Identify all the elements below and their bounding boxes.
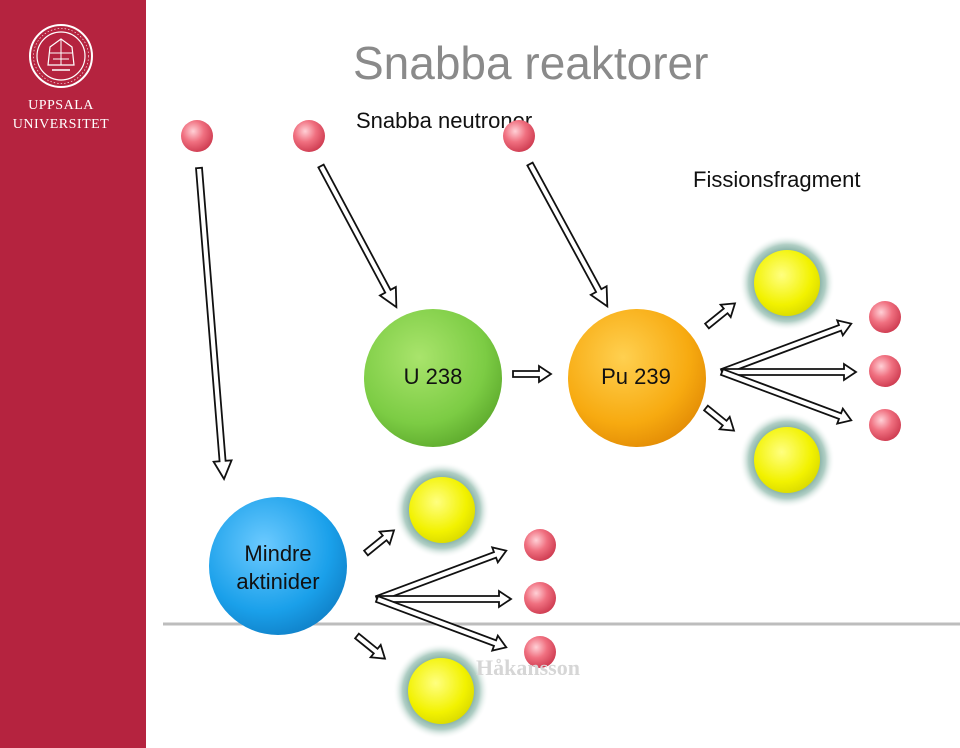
fission-fragment [393, 643, 489, 739]
minor-actinides-label: Mindre aktinider [236, 541, 320, 594]
fission-fragment [739, 412, 835, 508]
neutron-icon [524, 582, 556, 614]
fission-arrow-up [362, 529, 396, 557]
u238-nucleus [364, 309, 502, 447]
neutron-arrow-to-u238 [317, 163, 398, 309]
neutron-icon [503, 120, 535, 152]
neutron-icon [293, 120, 325, 152]
fission-fragment [739, 235, 835, 331]
pu239-nucleus [568, 309, 706, 447]
author-watermark: Håkansson [476, 655, 580, 680]
neutron-icon [869, 301, 901, 333]
university-name-line2: UNIVERSITET [12, 117, 110, 132]
neutron-fan-arrows [719, 319, 858, 425]
neutron-fan-arrows [374, 546, 513, 652]
university-seal-icon [29, 24, 93, 88]
fission-arrow-up [703, 302, 737, 330]
conversion-arrow [512, 364, 553, 384]
neutron-icon [181, 120, 213, 152]
slide-title: Snabba reaktorer [353, 37, 709, 89]
university-name-line1: UPPSALA [28, 98, 94, 113]
neutron-icon [524, 529, 556, 561]
fission-arrow-down [702, 404, 736, 432]
u238-label: U 238 [403, 364, 463, 389]
fission-arrow-down [353, 632, 387, 660]
minor-actinides-nucleus [209, 497, 347, 635]
pu239-label: Pu 239 [601, 364, 671, 389]
neutron-arrow-to-pu239 [526, 161, 609, 309]
university-sidebar: UPPSALA UNIVERSITET [0, 0, 146, 748]
neutron-icon [869, 355, 901, 387]
fission-fragments-label: Fissionsfragment [693, 167, 861, 192]
neutron-arrow-to-actinides [195, 166, 233, 482]
neutron-icon [869, 409, 901, 441]
neutron-icon [524, 636, 556, 668]
fission-fragment [394, 462, 490, 558]
